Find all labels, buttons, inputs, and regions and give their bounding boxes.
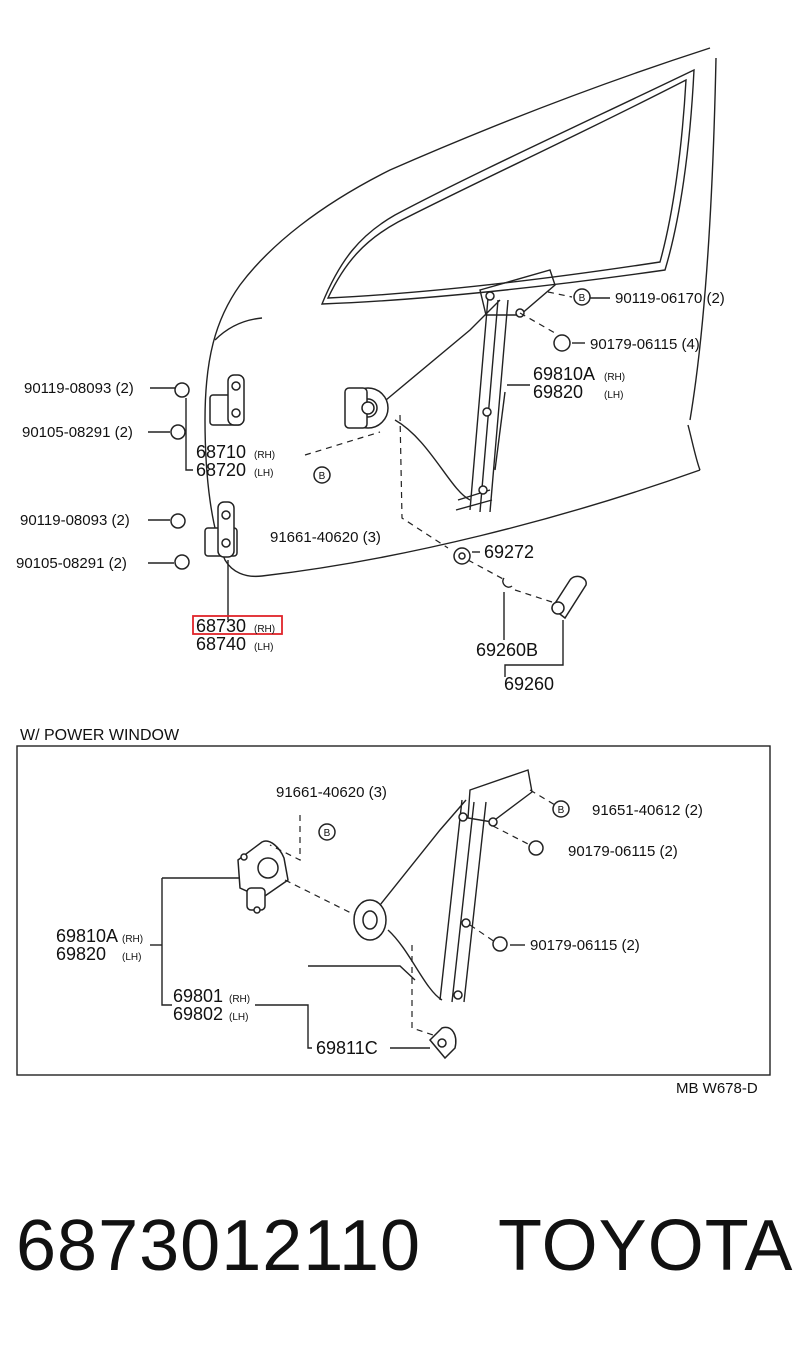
label-68730-side: (RH) <box>254 624 275 635</box>
label-90105-08291-upper: 90105-08291 (2) <box>22 424 133 441</box>
svg-text:B: B <box>324 828 331 839</box>
label-69801: 69801 <box>173 986 223 1006</box>
label-68740: 68740 <box>196 634 246 654</box>
label-pw-69810a: 69810A <box>56 926 118 946</box>
label-69802-side: (LH) <box>229 1012 248 1023</box>
label-68710: 68710 <box>196 442 246 462</box>
b-marker-upper: B <box>573 288 591 306</box>
svg-text:B: B <box>319 471 326 482</box>
label-pw-69820-side: (LH) <box>122 952 141 963</box>
b-marker-power: B <box>318 823 336 841</box>
gear-69811c <box>428 1026 457 1060</box>
label-pw-69820: 69820 <box>56 944 106 964</box>
label-90105-08291-lower: 90105-08291 (2) <box>16 555 127 572</box>
manual-regulator <box>344 269 556 513</box>
label-90119-08093-upper: 90119-08093 (2) <box>24 380 134 397</box>
svg-text:B: B <box>558 805 565 816</box>
door-outline <box>204 47 717 578</box>
label-69820-side: (LH) <box>604 390 623 401</box>
window-crank-handle <box>502 575 587 620</box>
part-number: 6873012110 <box>16 1206 422 1286</box>
label-91661-40620-power: 91661-40620 (3) <box>276 784 387 801</box>
label-90179-06115-4: 90179-06115 (4) <box>590 336 700 353</box>
label-69802: 69802 <box>173 1004 223 1024</box>
label-69260: 69260 <box>504 674 554 694</box>
label-68740-side: (LH) <box>254 642 273 653</box>
power-regulator <box>353 769 533 1003</box>
hinge-bolts <box>170 334 571 570</box>
power-window-motor <box>237 840 289 914</box>
figure-code: MB W678-D <box>676 1080 758 1097</box>
highlight-box-68730 <box>192 615 283 635</box>
label-90119-08093-lower: 90119-08093 (2) <box>20 512 130 529</box>
svg-text:B: B <box>579 293 586 304</box>
label-68710-side: (RH) <box>254 450 275 461</box>
b-marker-middle: B <box>313 466 331 484</box>
label-90179-06115-a: 90179-06115 (2) <box>568 843 678 860</box>
label-69810a-side: (RH) <box>604 372 625 383</box>
power-window-frame <box>16 745 771 1076</box>
label-69810a: 69810A <box>533 364 595 384</box>
label-69260b: 69260B <box>476 640 538 660</box>
section-title-power-window: W/ POWER WINDOW <box>20 727 180 744</box>
label-68720-side: (LH) <box>254 468 273 479</box>
label-69801-side: (RH) <box>229 994 250 1005</box>
label-68730: 68730 <box>196 616 246 636</box>
label-69820: 69820 <box>533 382 583 402</box>
power-nuts <box>492 840 544 952</box>
lower-hinge <box>204 501 238 558</box>
label-69811c: 69811C <box>316 1038 378 1058</box>
label-69272: 69272 <box>484 542 534 562</box>
label-pw-69810a-side: (RH) <box>122 934 143 945</box>
b-marker-power-right: B <box>552 800 570 818</box>
label-90119-06170: 90119-06170 (2) <box>615 290 725 307</box>
upper-hinge <box>209 374 245 426</box>
label-68720: 68720 <box>196 460 246 480</box>
label-91661-40620-upper: 91661-40620 (3) <box>270 529 381 546</box>
brand-name: TOYOTA <box>498 1206 794 1286</box>
label-90179-06115-b: 90179-06115 (2) <box>530 937 640 954</box>
label-91651-40612: 91651-40612 (2) <box>592 802 703 819</box>
